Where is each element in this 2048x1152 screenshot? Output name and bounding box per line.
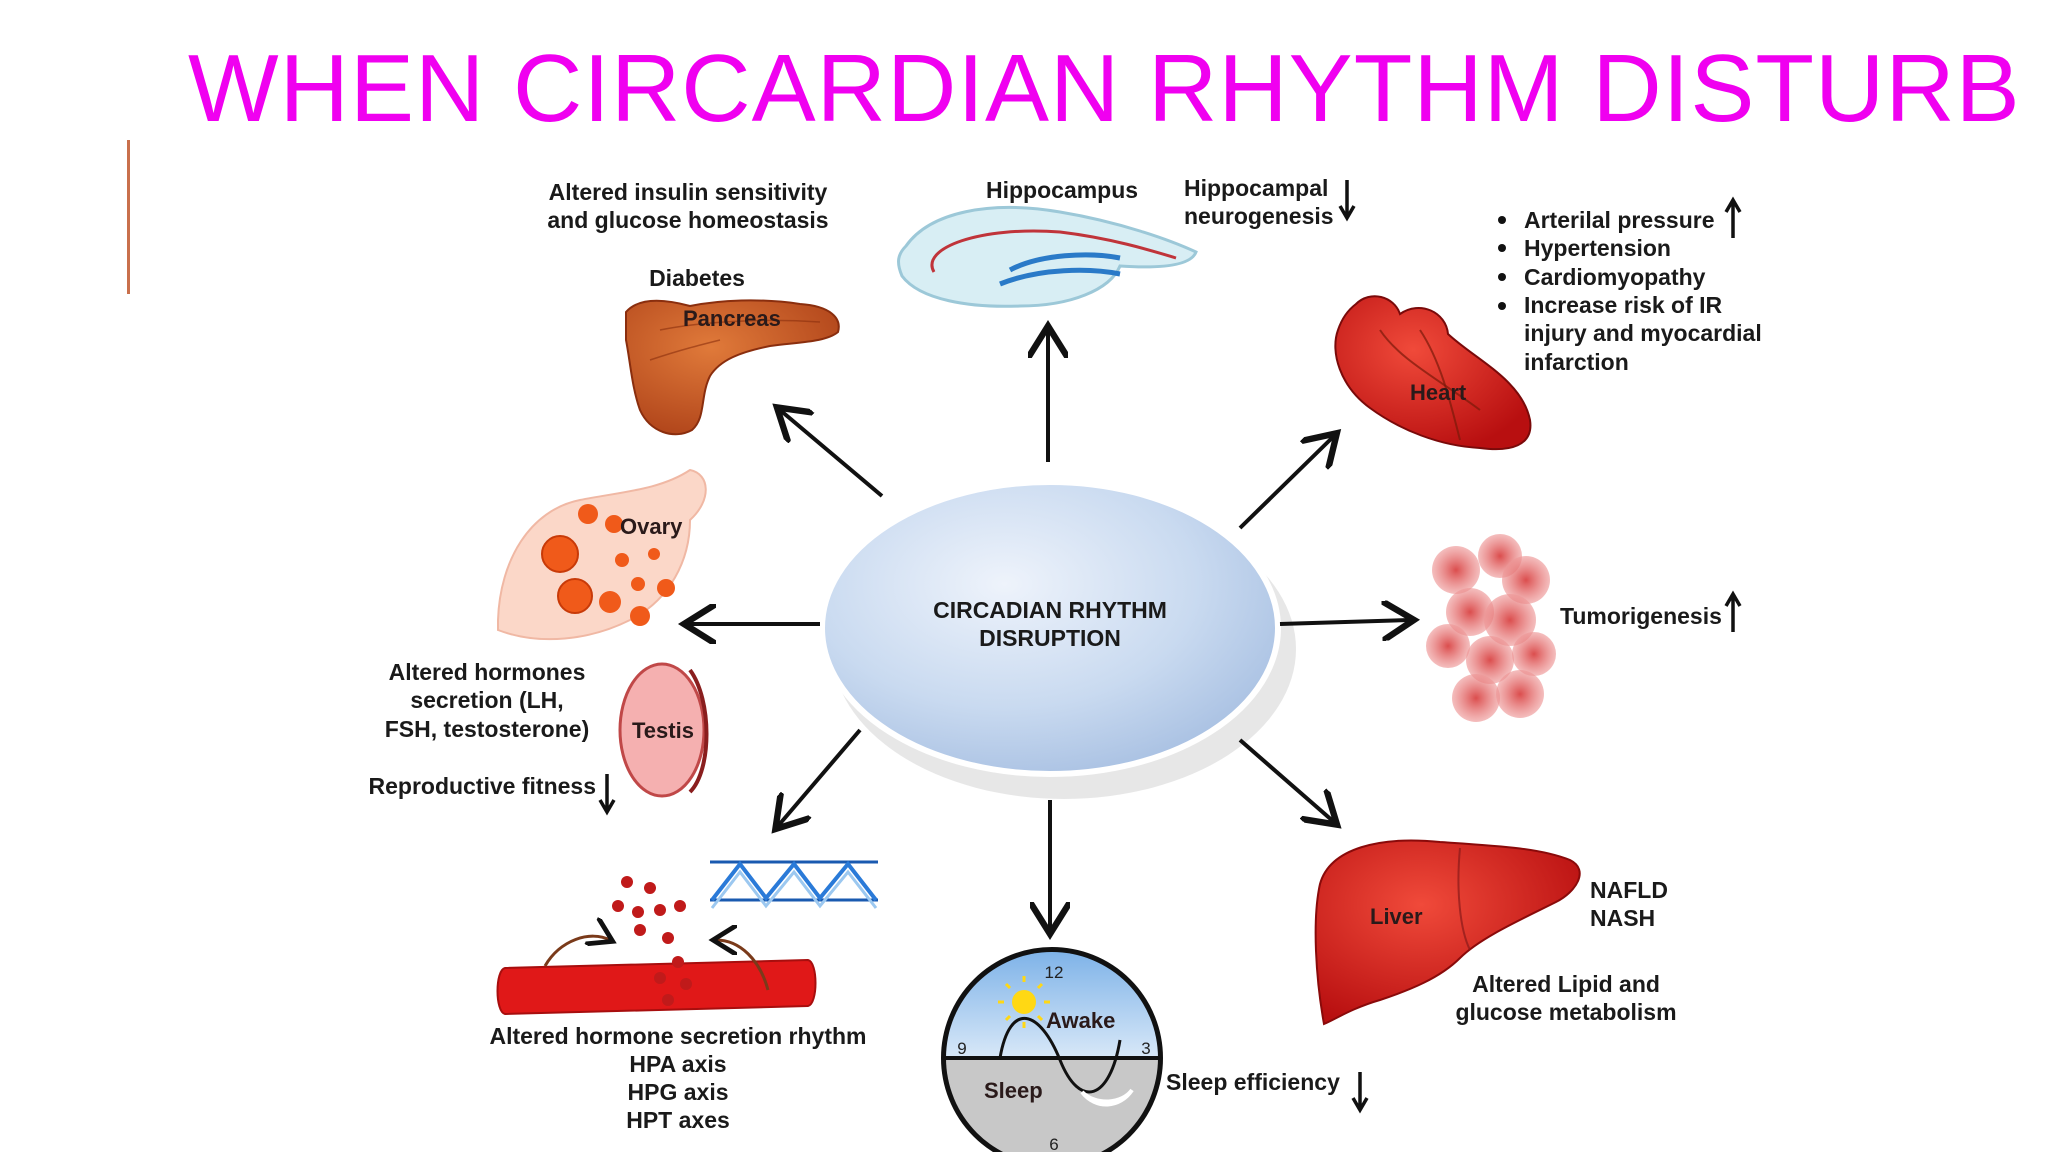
rhythm-wave-illustration [710,860,878,909]
sleep-label: Sleep [984,1078,1043,1103]
reproductive-effect-line2: secretion (LH, [410,687,563,713]
heart-bullet-3: Cardiomyopathy [1524,264,1706,290]
up-arrow-icon [1724,196,1742,238]
center-label-line2: DISRUPTION [979,625,1121,651]
clock-number-3: 3 [1141,1039,1150,1058]
heart-label: Heart [1410,380,1467,405]
down-arrow-icon [598,774,616,816]
pancreas-illustration [625,299,840,436]
blood-vessel-illustration [496,958,817,1016]
disease-diabetes: Diabetes [649,265,745,291]
arrow-down-right [1238,738,1334,822]
sleep-efficiency: Sleep efficiency [1166,1069,1340,1095]
liver-effect-line1: Altered Lipid and [1472,971,1660,997]
tumorigenesis-label: Tumorigenesis [1560,603,1722,629]
arrows [688,330,1410,930]
arrow-up-right [1238,436,1334,530]
moon-icon [1080,1088,1134,1107]
reproductive-effect-line3: FSH, testosterone) [385,716,589,742]
reproductive-effect-line1: Altered hormones [389,659,586,685]
awake-label: Awake [1046,1008,1115,1033]
down-arrow-icon [1338,180,1356,222]
pancreas-group: Altered insulin sensitivity and glucose … [547,179,840,436]
ovary-illustration [497,468,707,641]
ovary-label: Ovary [620,514,683,539]
center-label-line1: CIRCADIAN RHYTHM [933,597,1167,623]
liver-illustration [1314,839,1581,1026]
heart-bullet-4: Increase risk of IR [1524,292,1723,318]
heart-bullet-2: Hypertension [1524,235,1671,261]
hormone-effect-line1: Altered hormone secretion rhythm [489,1023,866,1049]
reproductive-fitness: Reproductive fitness [369,773,597,799]
testis-label: Testis [632,718,694,743]
arrow-down-left [778,728,862,826]
clock-number-6: 6 [1049,1135,1058,1152]
heart-bullet-4-cont2: infarction [1524,349,1629,375]
sun-icon [1012,990,1036,1014]
liver-label: Liver [1370,904,1423,929]
liver-disease-2: NASH [1590,905,1655,931]
heart-effects-list: Arterilal pressure Hypertension Cardiomy… [1498,196,1762,375]
sleep-clock-group: 12 3 6 9 Awake Sleep Sleep efficiency [941,947,1369,1152]
pancreas-effect-line1: Altered insulin sensitivity [549,179,828,205]
up-arrow-icon [1724,590,1742,632]
tumor-group: Tumorigenesis [1426,534,1742,722]
hormone-effect-line3: HPG axis [628,1079,729,1105]
hippocampus-group: Hippocampus Hippocampal neurogenesis [897,175,1356,308]
heart-group: Arterilal pressure Hypertension Cardiomy… [1334,196,1762,451]
heart-illustration [1334,295,1532,451]
clock-number-9: 9 [957,1039,966,1058]
hormone-group: Altered hormone secretion rhythm HPA axi… [489,860,878,1133]
hormone-particles [612,876,692,1006]
arrow-right [1279,620,1410,624]
center-node: CIRCADIAN RHYTHM DISRUPTION [819,479,1296,799]
heart-bullet-4-cont: injury and myocardial [1524,320,1762,346]
clock-number-12: 12 [1045,963,1064,982]
liver-disease-1: NAFLD [1590,877,1668,903]
hippocampus-label: Hippocampus [986,177,1138,203]
hippocampal-effect-line2: neurogenesis [1184,203,1334,229]
hormone-effect-line4: HPT axes [626,1107,730,1133]
pancreas-effect-line2: and glucose homeostasis [547,207,828,233]
testis-illustration [618,662,706,798]
liver-group: Liver NAFLD NASH Altered Lipid and gluco… [1314,839,1677,1026]
arrow-up-left [780,410,884,498]
slide-title: WHEN CIRCARDIAN RHYTHM DISTURB [188,35,2021,142]
accent-divider [127,140,130,294]
heart-bullet-1: Arterilal pressure [1524,207,1714,233]
tumor-cells-illustration [1426,534,1556,722]
liver-effect-line2: glucose metabolism [1455,999,1676,1025]
down-arrow-icon [1351,1072,1369,1114]
hormone-effect-line2: HPA axis [629,1051,726,1077]
reproductive-group: Ovary Altered hormones secretion (LH, FS… [369,468,709,816]
pancreas-label: Pancreas [683,306,781,331]
hippocampal-effect-line1: Hippocampal [1184,175,1328,201]
